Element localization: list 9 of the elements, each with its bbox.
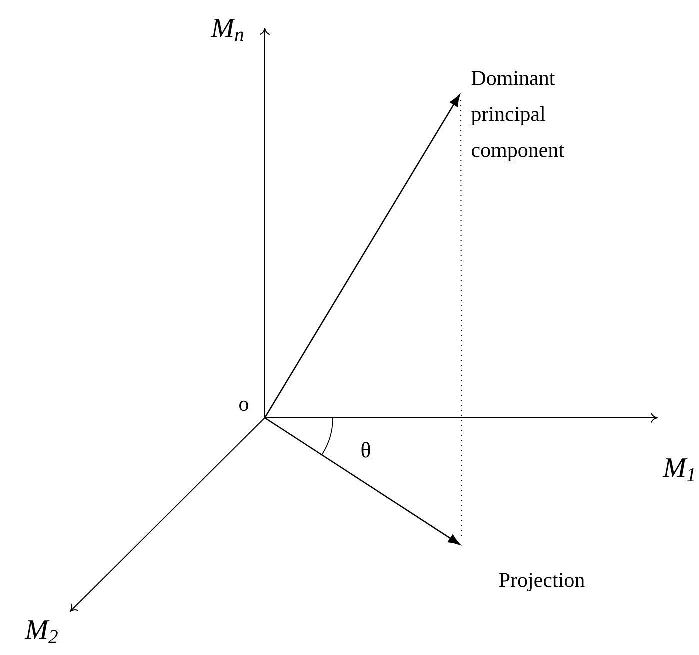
- angle-label: θ: [362, 442, 370, 458]
- axis-label: M$_{n}$: [210, 18, 244, 42]
- vector-label: Dominant principal component: [472, 71, 564, 162]
- axis-label: M$_{2}$: [24, 620, 58, 644]
- arrow: [264, 417, 460, 546]
- vector-label: Projection: [499, 573, 585, 592]
- origin-label: o: [240, 400, 248, 412]
- arrow: [264, 94, 460, 418]
- axis-label: M$_{1}$: [662, 458, 694, 482]
